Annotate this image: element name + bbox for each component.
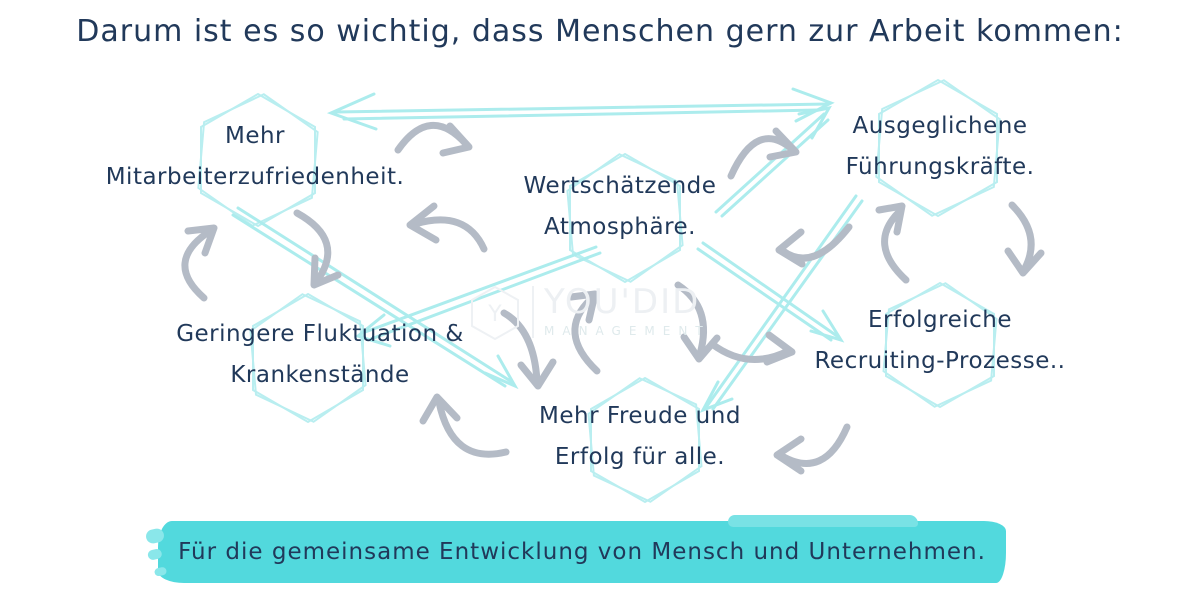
arrow-atmosphaere-fluktuation-icon <box>354 245 602 348</box>
footer-highlight: Für die gemeinsame Entwicklung von Mensc… <box>158 515 1006 583</box>
arrow-top-double-icon <box>326 87 835 131</box>
arrow-recruiting-atmosphaere-icon <box>775 223 853 268</box>
node-fluktuation: Geringere Fluktuation & Krankenstände <box>130 314 510 396</box>
arrow-curve-top-right-icon <box>727 127 800 180</box>
watermark-subtitle: MANAGEMENT <box>544 324 711 338</box>
arrow-freude-recruiting-icon <box>708 331 796 366</box>
gray-arrows <box>181 122 1045 475</box>
node-line: Mehr Freude und <box>539 403 741 429</box>
hexagon-atmosphaere-icon <box>566 152 684 284</box>
node-freude: Mehr Freude und Erfolg für alle. <box>480 396 800 478</box>
arrow-fuehrungskraefte-recruiting-icon <box>1004 201 1045 277</box>
arrow-recruiting-fuehrungskraefte-icon <box>875 202 910 284</box>
arrow-curve-top-left-icon <box>394 122 473 157</box>
arrow-atmosphaere-mitarbeiter-icon <box>406 202 488 253</box>
node-line: Krankenstände <box>230 362 410 388</box>
arrow-freude-fluktuation-icon <box>419 393 510 458</box>
watermark: Y YOU'DID MANAGEMENT <box>468 284 778 342</box>
node-line: Erfolgreiche <box>867 307 1012 333</box>
node-fuehrungskraefte: Ausgeglichene Führungskräfte. <box>790 106 1090 188</box>
watermark-hexagon-logo-icon: Y <box>471 285 519 341</box>
hexagon-fuehrungskraefte-icon <box>875 78 1001 218</box>
watermark-brand: YOU'DID <box>544 282 701 322</box>
hexagon-freude-icon <box>587 376 703 504</box>
node-recruiting: Erfolgreiche Recruiting-Prozesse.. <box>770 300 1110 382</box>
page-title: Darum ist es so wichtig, dass Menschen g… <box>76 14 1124 49</box>
node-mitarbeiterzufriedenheit: Mehr Mitarbeiterzufriedenheit. <box>70 116 440 198</box>
cyan-arrows <box>231 87 864 413</box>
arrow-atmosphaere-recruiting-icon <box>696 241 845 343</box>
footer-text: Für die gemeinsame Entwicklung von Mensc… <box>178 539 986 565</box>
node-atmosphaere: Wertschätzende Atmosphäre. <box>460 166 780 248</box>
arrow-fluktuation-mitarbeiter-icon <box>181 224 218 302</box>
node-line: Recruiting-Prozesse.. <box>814 348 1066 374</box>
arrow-recruiting-freude-icon <box>773 423 851 475</box>
node-line: Atmosphäre. <box>544 214 696 240</box>
node-line: Führungskräfte. <box>845 154 1035 180</box>
arrow-mitarbeiter-freude-icon <box>231 206 519 390</box>
node-line: Geringere Fluktuation & <box>176 321 464 347</box>
arrow-atmosphaere-fuehrungskraefte-icon <box>714 105 832 218</box>
node-line: Erfolg für alle. <box>554 444 726 470</box>
arrow-fluktuation-freude-icon <box>500 309 557 390</box>
arrow-mitarbeiter-fluktuation-icon <box>293 209 342 289</box>
node-line: Ausgeglichene <box>852 113 1028 139</box>
node-line: Mitarbeiterzufriedenheit. <box>105 164 405 190</box>
node-line: Wertschätzende <box>523 173 717 199</box>
hexagon-fluktuation-icon <box>249 292 367 424</box>
watermark-divider <box>532 286 534 338</box>
svg-text:Y: Y <box>487 302 502 327</box>
arrow-freude-atmosphaere-icon <box>567 290 601 375</box>
hexagon-recruiting-icon <box>882 281 998 409</box>
node-line: Mehr <box>224 123 286 149</box>
